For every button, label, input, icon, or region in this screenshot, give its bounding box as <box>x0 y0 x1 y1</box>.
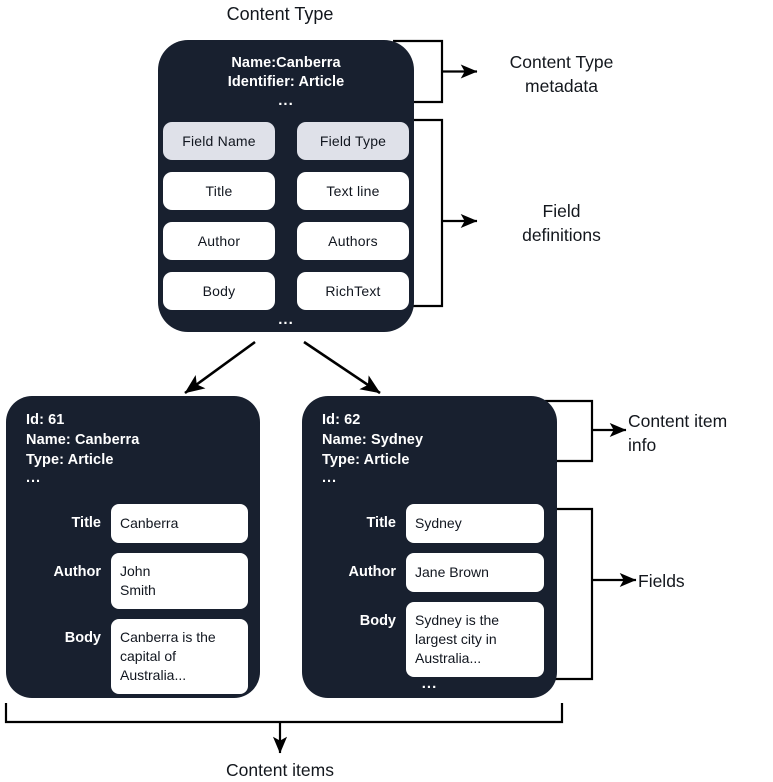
content-item-field-row: Title Sydney <box>302 504 557 543</box>
content-item-info: Id: 61 Name: Canberra Type: Article ... <box>26 410 139 487</box>
field-value: Canberra is the capital of Australia... <box>111 619 248 694</box>
content-type-identifier: Identifier: Article <box>227 74 345 90</box>
field-label: Body <box>359 613 396 629</box>
content-item-ellipsis: ... <box>125 675 141 692</box>
field-label: Title <box>71 515 101 531</box>
content-item-info: Id: 62 Name: Sydney Type: Article ... <box>322 410 423 487</box>
field-table-ellipsis: ... <box>278 311 294 328</box>
field-type-cell: RichText <box>297 272 409 310</box>
annotation-content-items: Content items <box>226 760 334 780</box>
content-item-id: Id: 61 <box>26 412 65 428</box>
content-item-fields: Title Sydney Author Jane Brown Body Sydn… <box>302 504 557 687</box>
annotation-field-definitions: Field definitions <box>522 201 601 245</box>
content-item-field-row: Author Jane Brown <box>302 553 557 592</box>
arrow-type-to-item-1 <box>184 340 256 395</box>
content-item-type: Type: Article <box>26 452 114 468</box>
content-item-name: Name: Sydney <box>322 432 424 448</box>
field-name-cell: Body <box>163 272 275 310</box>
field-name-cell: Title <box>163 172 275 210</box>
content-item-ellipsis: ... <box>421 675 438 692</box>
field-value: John Smith <box>111 553 248 609</box>
content-type-metadata-ellipsis: ... <box>278 92 294 109</box>
bracket-content-item-info <box>545 399 627 463</box>
bracket-fields <box>545 507 637 681</box>
content-item-card: Id: 61 Name: Canberra Type: Article ... … <box>6 396 260 698</box>
content-type-card: Name:Canberra Identifier: Article ... Fi… <box>158 40 414 332</box>
annotation-fields: Fields <box>638 571 685 591</box>
annotation-content-type-metadata: Content Type metadata <box>509 52 614 96</box>
content-item-name: Name: Canberra <box>26 432 140 448</box>
content-item-type: Type: Article <box>322 452 410 468</box>
field-name-header: Field Name <box>163 122 275 160</box>
field-value: Jane Brown <box>406 553 544 592</box>
field-type-header: Field Type <box>297 122 409 160</box>
field-name-cell: Author <box>163 222 275 260</box>
field-table-header-row: Field Name Field Type <box>163 122 409 160</box>
annotation-content-item-info: Content item info <box>628 411 728 455</box>
field-definition-row: Author Authors <box>163 222 409 260</box>
field-label: Title <box>366 515 396 531</box>
content-item-field-row: Title Canberra <box>6 504 260 543</box>
field-type-cell: Text line <box>297 172 409 210</box>
content-item-field-row: Body Sydney is the largest city in Austr… <box>302 602 557 677</box>
bracket-content-items <box>4 703 564 754</box>
field-label: Body <box>64 630 101 646</box>
content-item-info-ellipsis: ... <box>26 470 42 486</box>
field-definition-row: Title Text line <box>163 172 409 210</box>
arrow-type-to-item-2 <box>303 340 381 395</box>
page-title: Content Type <box>226 4 334 24</box>
field-label: Author <box>348 564 396 580</box>
field-label: Author <box>53 564 101 580</box>
content-type-name: Name:Canberra <box>231 55 341 71</box>
content-item-field-row: Body Canberra is the capital of Australi… <box>6 619 260 694</box>
content-item-id: Id: 62 <box>322 412 361 428</box>
field-value: Canberra <box>111 504 248 543</box>
field-value: Sydney is the largest city in Australia.… <box>406 602 544 677</box>
field-definition-row: Body RichText <box>163 272 409 310</box>
content-item-fields: Title Canberra Author John Smith Body Ca… <box>6 504 260 704</box>
field-value: Sydney <box>406 504 544 543</box>
content-item-card: Id: 62 Name: Sydney Type: Article ... Ti… <box>302 396 557 698</box>
content-item-field-row: Author John Smith <box>6 553 260 609</box>
content-item-info-ellipsis: ... <box>322 470 338 486</box>
field-type-cell: Authors <box>297 222 409 260</box>
content-type-metadata: Name:Canberra Identifier: Article <box>158 54 414 92</box>
